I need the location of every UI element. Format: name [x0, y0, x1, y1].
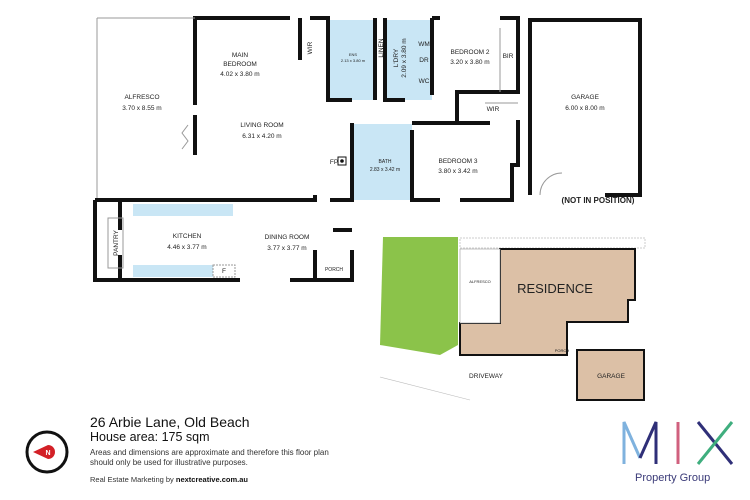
bir-label: BIR — [503, 53, 514, 60]
site-garage-label: GARAGE — [597, 373, 625, 380]
address: 26 Arbie Lane, Old Beach — [90, 414, 250, 430]
wir-2-label: WIR — [487, 106, 500, 113]
alfresco-label: ALFRESCO — [124, 94, 159, 101]
alfresco-site — [459, 248, 501, 324]
garage-label: GARAGE — [571, 94, 599, 101]
wet-areas — [133, 20, 432, 277]
logo-subtitle: Property Group — [635, 472, 711, 484]
dryer-label: DR — [419, 57, 429, 64]
laundry-floor — [385, 20, 432, 100]
kitchen-bench-top — [133, 204, 233, 216]
garage-dims: 6.00 x 8.00 m — [565, 105, 604, 112]
compass-icon: N — [25, 430, 69, 474]
garage-note: (NOT IN POSITION) — [562, 196, 635, 205]
kitchen-dims: 4.46 x 3.77 m — [167, 244, 206, 251]
bedroom-2-dims: 3.20 x 3.80 m — [450, 59, 489, 66]
fireplace-dot — [340, 159, 344, 163]
wir-label: WIR — [307, 41, 314, 54]
kitchen-label: KITCHEN — [173, 233, 202, 240]
fireplace-label: FP — [330, 159, 338, 166]
linen-label: LINEN — [378, 38, 385, 57]
bedroom-3-dims: 3.80 x 3.42 m — [438, 168, 477, 175]
marketing-prefix: Real Estate Marketing by — [90, 475, 176, 484]
main-bedroom-label-2: BEDROOM — [223, 61, 257, 68]
disclaimer: Areas and dimensions are approximate and… — [90, 448, 329, 467]
ensuite-dims: 2.13 x 3.80 m — [341, 58, 366, 63]
lawn — [380, 237, 458, 355]
alfresco-dims: 3.70 x 8.55 m — [122, 105, 161, 112]
driveway-label: DRIVEWAY — [469, 373, 504, 380]
thin-lines — [96, 17, 563, 278]
marketing-site[interactable]: nextcreative.com.au — [175, 475, 248, 484]
living-room-dims: 6.31 x 4.20 m — [242, 133, 281, 140]
laundry-label: L'DRY — [393, 48, 400, 67]
wc-label: WC — [419, 78, 430, 85]
garage-building — [576, 349, 645, 401]
dining-room-label: DINING ROOM — [265, 234, 310, 241]
bedroom-2-label: BEDROOM 2 — [450, 49, 489, 56]
site-alfresco-label: ALFRESCO — [469, 279, 491, 284]
mix-logo — [622, 421, 734, 465]
site-porch-label: PORCH — [555, 348, 570, 353]
laundry-dims: 2.09 x 3.80 m — [401, 38, 408, 77]
site-plan: RESIDENCE ALFRESCO PORCH DRIVEWAY GARAGE — [379, 237, 646, 401]
main-bedroom-label: MAIN — [232, 52, 249, 59]
marketing-credit: Real Estate Marketing by nextcreative.co… — [90, 475, 350, 484]
house-area: House area: 175 sqm — [90, 430, 210, 444]
dining-room-dims: 3.77 x 3.77 m — [267, 245, 306, 252]
washing-machine-label: WM — [418, 41, 430, 48]
living-room-label: LIVING ROOM — [240, 122, 283, 129]
bath-floor — [352, 124, 412, 200]
bedroom-3-label: BEDROOM 3 — [438, 158, 477, 165]
fridge-label: F — [222, 268, 226, 275]
main-bedroom-dims: 4.02 x 3.80 m — [220, 71, 259, 78]
kitchen-bench-bottom — [133, 265, 213, 277]
bath-dims: 2.83 x 3.42 m — [370, 167, 400, 173]
pantry-label: PANTRY — [113, 229, 120, 255]
ensuite-label: ENS — [349, 52, 358, 57]
bath-label: BATH — [379, 159, 392, 165]
residence-label: RESIDENCE — [517, 281, 593, 296]
porch-label: PORCH — [325, 267, 343, 273]
compass-letter: N — [45, 450, 50, 457]
ensuite-floor — [328, 20, 375, 100]
fence — [459, 237, 646, 249]
property-info: 26 Arbie Lane, Old Beach House area: 175… — [90, 414, 350, 484]
